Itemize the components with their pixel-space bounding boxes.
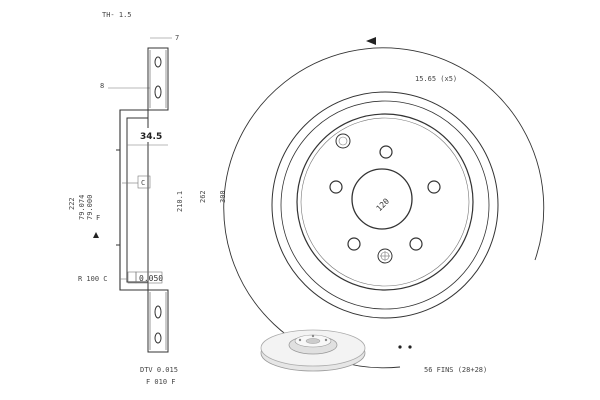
bolt-hole [379,145,393,159]
thickness-spec: 15.65 (x5) [415,75,457,83]
locating-hole [335,133,351,149]
bolt-hole [329,180,343,194]
vent-hole-top [154,85,162,99]
flatness-ref: R 100 C [78,275,108,283]
flatness-value: 0.050 [139,274,163,283]
dim-tolerance-bottom: 79.000 [86,195,94,220]
hat-depth-value: 34.5 [140,132,162,142]
flatness-symbol-box [127,271,137,284]
outer-diameter-arc [223,47,545,369]
dim-tolerance-top: 79.074 [78,195,86,220]
rotation-arrow [366,37,376,45]
callout-8: 8 [100,82,104,90]
datum-c-box [137,175,151,189]
fins-label: 56 FINS (28+28) [424,366,487,374]
thickness-label: TH- 1.5 [102,11,132,19]
dim-222: 222 [68,197,76,210]
dim-300: 300 [219,190,227,203]
vent-hole-bottom [154,305,162,319]
vent-hole-top [154,56,162,68]
bottom-label: F 010 F [146,378,176,386]
hat-outer-circle [296,113,474,291]
center-bore [351,168,413,230]
bolt-circle-diameter: 120 [375,196,392,213]
friction-surface-inner [280,100,490,310]
datum-f: F [96,214,100,222]
dtv-label: DTV 0.015 [140,366,178,374]
disc-thumbnail-3d [260,329,366,372]
hat-inner-circle [300,117,470,287]
side-section-view: TH- 1.5 7 8 34.5 C 22 [68,11,227,386]
dim-262: 262 [199,190,207,203]
friction-surface-outer [271,91,499,319]
front-view: 120 15.65 (x5) 56 FINS (28+28) [223,37,545,374]
flatness-value-box [135,271,163,284]
hat-outer-wall [119,109,148,291]
callout-7: 7 [175,34,179,42]
friction-ring-top [147,47,169,111]
bolt-hole [409,237,423,251]
bolt-hole [427,180,441,194]
set-screw-hole [377,248,393,264]
bolt-hole [347,237,361,251]
dim-210: 210.1 [176,191,184,212]
friction-ring-bottom [147,289,169,353]
datum-f-triangle [93,232,99,238]
datum-c: C [141,179,145,187]
hat-inner-wall [126,117,148,283]
vent-hole-bottom [154,332,162,344]
